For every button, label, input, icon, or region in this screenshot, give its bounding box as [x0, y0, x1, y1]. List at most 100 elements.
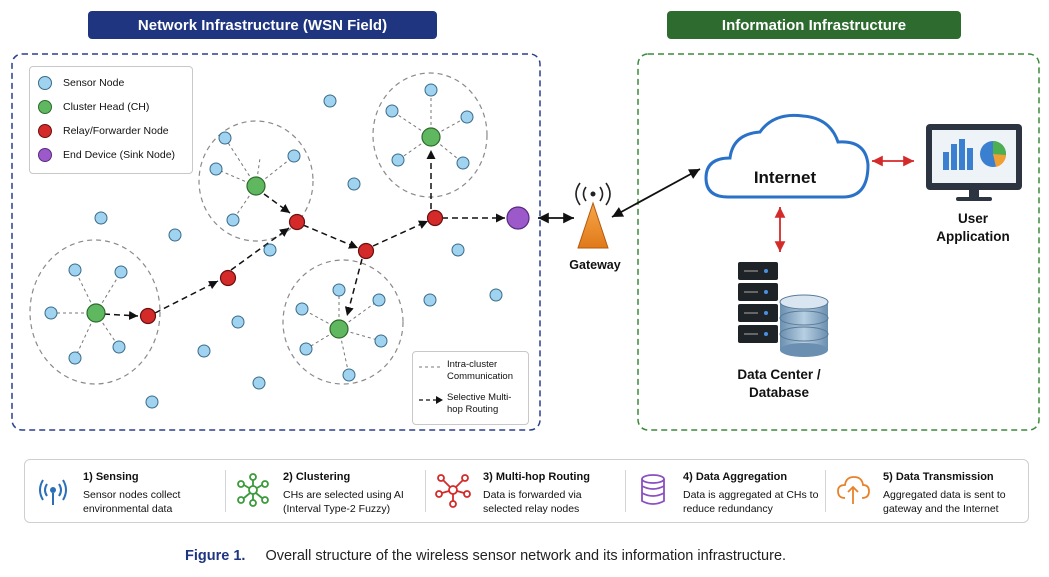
figure-caption: Figure 1.Overall structure of the wirele… — [185, 548, 786, 564]
cluster-head-swatch — [38, 100, 52, 114]
caption-text: Overall structure of the wireless sensor… — [265, 548, 787, 564]
information-boundary — [637, 53, 1040, 431]
sensor-node — [424, 83, 438, 97]
step-divider — [425, 470, 426, 512]
sensor-node — [226, 213, 240, 227]
database-icon — [641, 474, 665, 505]
intra-cluster-label: Intra-cluster Communication — [447, 359, 513, 382]
sensor-node — [114, 265, 128, 279]
user-application-monitor-icon — [926, 124, 1022, 201]
relay-node — [426, 209, 444, 227]
gateway-label: Gateway — [569, 258, 621, 272]
sensor-node — [342, 368, 356, 382]
legend-label: Sensor Node — [63, 77, 125, 89]
cloud-upload-icon — [837, 476, 870, 504]
sensor-node — [252, 376, 266, 390]
step-title: 3) Multi-hop Routing — [483, 471, 590, 483]
sensor-node — [423, 293, 437, 307]
sensor-node — [323, 94, 337, 108]
sensor-node — [68, 351, 82, 365]
legend-item: Sensor Node — [38, 76, 124, 90]
sensor-node — [489, 288, 503, 302]
step-title: 2) Clustering — [283, 471, 351, 483]
step-routing: 3) Multi-hop Routing Data is forwarded v… — [425, 460, 625, 522]
step-aggregation: 4) Data Aggregation Data is aggregated a… — [625, 460, 825, 522]
step-description: Data is aggregated at CHs to reduce redu… — [683, 489, 819, 515]
sink-node — [506, 206, 530, 230]
cluster-head-node — [246, 176, 266, 196]
sensing-icon — [39, 479, 67, 505]
routing-arrow — [103, 310, 139, 320]
sensor-node — [94, 211, 108, 225]
cluster-head-node — [421, 127, 441, 147]
legend-label: End Device (Sink Node) — [63, 149, 176, 161]
cluster-boundary — [372, 72, 488, 198]
sensor-node — [287, 149, 301, 163]
step-divider — [625, 470, 626, 512]
information-banner-label: Information Infrastructure — [721, 16, 907, 34]
sensor-node — [218, 131, 232, 145]
process-steps-panel: 1) Sensing Sensor nodes collect environm… — [24, 459, 1029, 523]
sensor-node — [332, 283, 346, 297]
information-infrastructure-banner: Information Infrastructure — [667, 11, 961, 39]
database-cylinder-icon — [779, 294, 829, 357]
wsn-field-boundary — [11, 53, 541, 431]
sensor-node — [385, 104, 399, 118]
sensor-node — [263, 243, 277, 257]
legend-label: Relay/Forwarder Node — [63, 125, 169, 137]
link-legend: Intra-cluster Communication Selective Mu… — [412, 351, 529, 425]
internet-cloud-icon — [704, 113, 870, 199]
sensor-node — [68, 263, 82, 277]
multihop-arrow-swatch — [419, 396, 443, 404]
network-infrastructure-banner: Network Infrastructure (WSN Field) — [88, 11, 437, 39]
sensor-node — [299, 342, 313, 356]
sensor-node — [197, 344, 211, 358]
sensor-node — [372, 293, 386, 307]
sensor-node — [374, 334, 388, 348]
cluster-head-node — [86, 303, 106, 323]
network-banner-label: Network Infrastructure (WSN Field) — [137, 16, 388, 34]
sink-node-swatch — [38, 148, 52, 162]
step-description: Aggregated data is sent to gateway and t… — [883, 489, 1006, 515]
step-description: Sensor nodes collect environmental data — [83, 489, 181, 515]
sensor-node — [451, 243, 465, 257]
node-legend: Sensor Node Cluster Head (CH) Relay/Forw… — [29, 66, 193, 174]
clustering-icon — [237, 473, 269, 507]
legend-item: End Device (Sink Node) — [38, 148, 175, 162]
step-clustering: 2) Clustering CHs are selected using AI … — [225, 460, 425, 522]
legend-label: Cluster Head (CH) — [63, 101, 150, 113]
multihop-label: Selective Multi-hop Routing — [447, 392, 512, 415]
routing-arrow — [230, 227, 290, 271]
step-description: CHs are selected using AI (Interval Type… — [283, 489, 404, 515]
data-center-server-icon — [738, 262, 778, 343]
step-title: 5) Data Transmission — [883, 471, 994, 483]
sensor-node — [460, 110, 474, 124]
user-application-label: User Application — [936, 211, 1010, 244]
step-divider — [225, 470, 226, 512]
sensor-node — [168, 228, 182, 242]
legend-item: Cluster Head (CH) — [38, 100, 149, 114]
cluster-boundary — [282, 259, 404, 385]
sensor-node — [295, 302, 309, 316]
sensor-node — [231, 315, 245, 329]
sensor-node — [44, 306, 58, 320]
routing-arrow — [263, 193, 291, 214]
sensor-node — [145, 395, 159, 409]
relay-node — [139, 307, 157, 325]
gateway-internet-link — [611, 168, 701, 218]
sensor-node — [456, 156, 470, 170]
relay-node — [357, 242, 375, 260]
relay-node — [219, 269, 237, 287]
routing-arrow — [372, 220, 429, 247]
data-center-label: Data Center / Database — [737, 367, 821, 400]
sensor-node — [112, 340, 126, 354]
sensor-node — [391, 153, 405, 167]
step-transmission: 5) Data Transmission Aggregated data is … — [825, 460, 1028, 522]
sensor-node-swatch — [38, 76, 52, 90]
step-sensing: 1) Sensing Sensor nodes collect environm… — [25, 460, 225, 522]
cluster-boundary — [29, 239, 161, 385]
gateway-icon — [575, 182, 611, 249]
cluster-boundary — [198, 120, 314, 242]
routing-arrow — [344, 258, 363, 317]
